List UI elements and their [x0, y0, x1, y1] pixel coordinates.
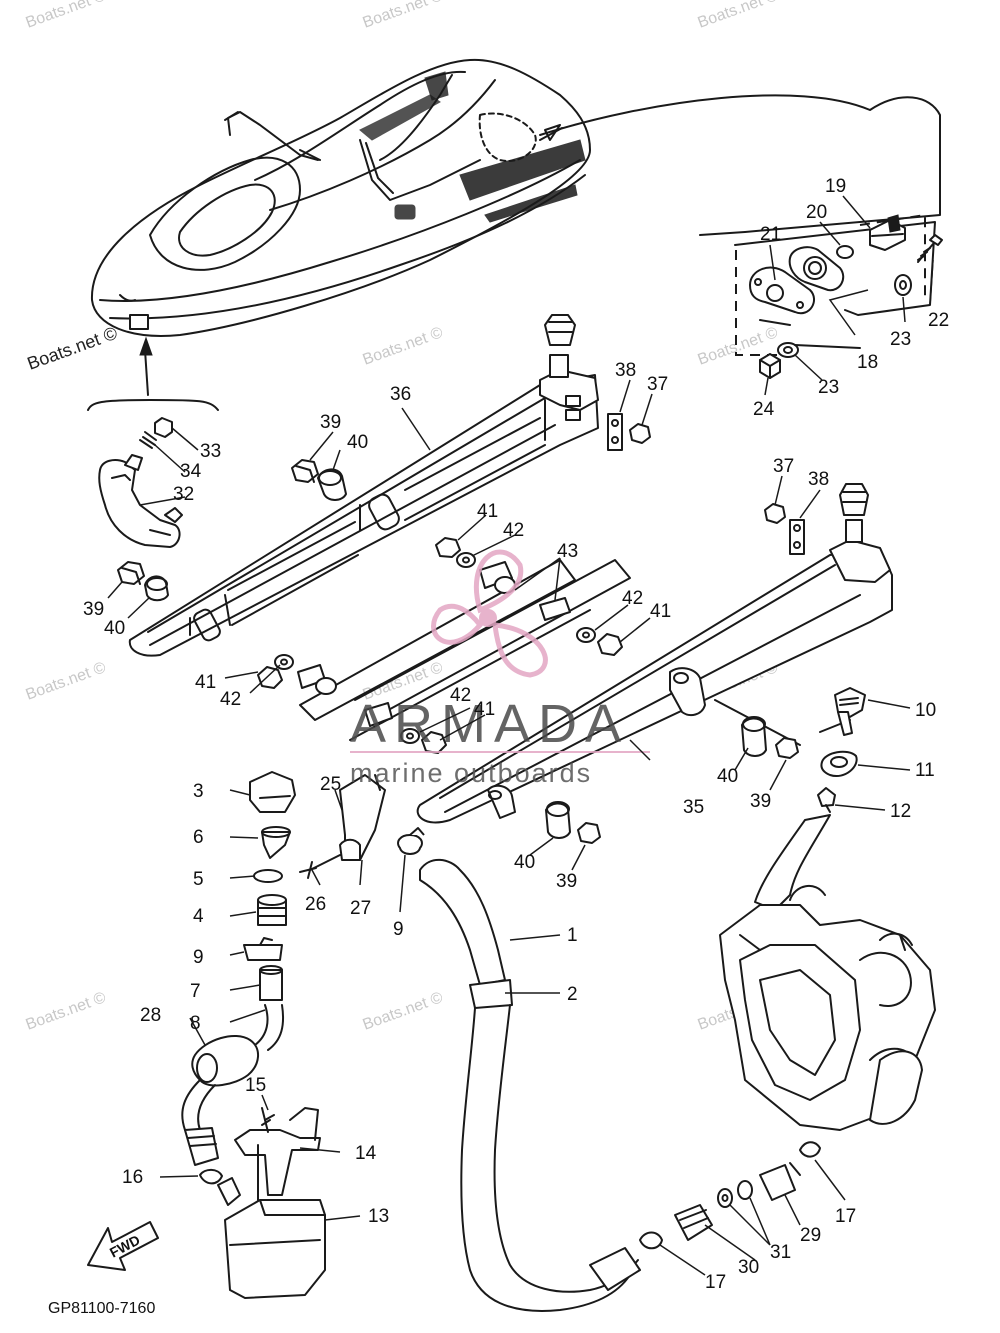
watermark-text: Boats.net ©: [24, 989, 109, 1034]
watermark-text: Boats.net ©: [696, 0, 781, 32]
callout-42: 42: [220, 689, 241, 710]
callout-25: 25: [320, 774, 341, 795]
callout-29: 29: [800, 1225, 821, 1246]
watermark-text: Boats.net ©: [361, 324, 446, 369]
callout-labels: 1 2 3 4 5 6 7 8 9 9 10 11 12 13 14 15 16…: [83, 176, 949, 1293]
callout-1: 1: [567, 925, 578, 946]
leader-lines: [107, 195, 934, 1276]
callout-42: 42: [503, 520, 524, 541]
callout-40: 40: [717, 766, 738, 787]
callout-17: 17: [835, 1206, 856, 1227]
callout-37: 37: [647, 374, 668, 395]
callout-43: 43: [557, 541, 578, 562]
callout-18: 18: [857, 352, 878, 373]
callout-20: 20: [806, 202, 827, 223]
callout-16: 16: [122, 1167, 143, 1188]
callout-35: 35: [683, 797, 704, 818]
callout-38: 38: [808, 469, 829, 490]
callout-19: 19: [825, 176, 846, 197]
callout-39: 39: [83, 599, 104, 620]
callout-10: 10: [915, 700, 936, 721]
armada-logo: ARMADA marine outboards: [350, 549, 650, 788]
watermark-text: Boats.net ©: [361, 0, 446, 32]
watermark-text: Boats.net ©: [24, 659, 109, 704]
brand-tagline: marine outboards: [350, 758, 592, 788]
callout-39: 39: [556, 871, 577, 892]
callout-9: 9: [393, 919, 404, 940]
callout-32: 32: [173, 484, 194, 505]
callout-15: 15: [245, 1075, 266, 1096]
callout-3: 3: [193, 781, 204, 802]
callout-17: 17: [705, 1272, 726, 1293]
forward-arrow-icon: FWD: [87, 1221, 159, 1271]
hardware-fasteners: [117, 413, 805, 844]
callout-40: 40: [514, 852, 535, 873]
callout-34: 34: [180, 461, 202, 482]
brand-name: ARMADA: [350, 694, 629, 754]
callout-42: 42: [450, 685, 471, 706]
callout-42: 42: [622, 588, 643, 609]
callout-6: 6: [193, 827, 204, 848]
callout-41: 41: [474, 699, 495, 720]
callout-23: 23: [890, 329, 911, 350]
callout-4: 4: [193, 906, 204, 927]
callout-37: 37: [773, 456, 794, 477]
callout-23: 23: [818, 377, 839, 398]
callout-41: 41: [195, 672, 216, 693]
callout-33: 33: [200, 441, 221, 462]
callout-27: 27: [350, 898, 371, 919]
callout-5: 5: [193, 869, 204, 890]
callout-12: 12: [890, 801, 911, 822]
callout-30: 30: [738, 1257, 759, 1278]
callout-41: 41: [477, 501, 498, 522]
watermark-text: Boats.net ©: [24, 0, 109, 32]
callout-14: 14: [355, 1143, 377, 1164]
watercraft-illustration: [87, 58, 591, 411]
callout-40: 40: [347, 432, 368, 453]
callout-13: 13: [368, 1206, 389, 1227]
watermark-text-dark: Boats.net ©: [25, 323, 120, 374]
callout-21: 21: [760, 224, 781, 245]
callout-36: 36: [390, 384, 411, 405]
callout-9: 9: [193, 947, 204, 968]
sponson-upper: [128, 314, 599, 657]
diagram-code: GP81100-7160: [48, 1300, 155, 1317]
hoses-and-cooling: [181, 687, 936, 1312]
callout-22: 22: [928, 310, 949, 331]
callout-2: 2: [567, 984, 578, 1005]
bracket-detail: [98, 417, 183, 548]
callout-28: 28: [140, 1005, 161, 1026]
drain-plug-detail: [539, 94, 943, 379]
watermark-text: Boats.net ©: [361, 989, 446, 1034]
callout-38: 38: [615, 360, 636, 381]
callout-39: 39: [750, 791, 771, 812]
callout-39: 39: [320, 412, 341, 433]
callout-31: 31: [770, 1242, 791, 1263]
callout-26: 26: [305, 894, 326, 915]
propeller-logo-icon: [431, 549, 548, 678]
callout-8: 8: [190, 1013, 201, 1034]
callout-7: 7: [190, 981, 201, 1002]
callout-24: 24: [753, 399, 775, 420]
callout-40: 40: [104, 618, 125, 639]
callout-41: 41: [650, 601, 671, 622]
callout-11: 11: [915, 760, 935, 781]
sponson-lower: [416, 483, 893, 824]
